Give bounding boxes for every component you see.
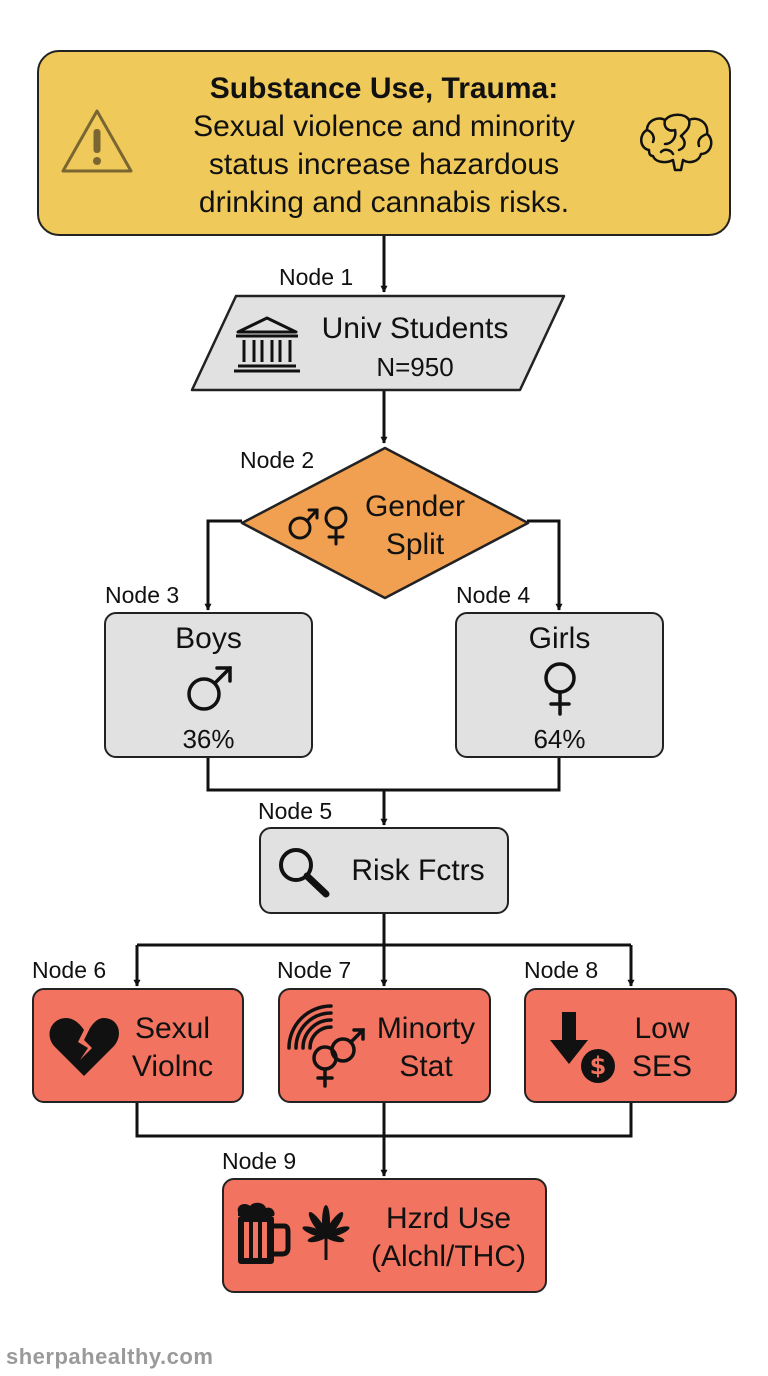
svg-text:$: $ xyxy=(590,1052,607,1080)
female-symbol-icon xyxy=(544,662,576,716)
down-arrow-dollar-icon: $ xyxy=(550,1012,615,1083)
node-9-label: Node 9 xyxy=(222,1148,297,1174)
node-4-box xyxy=(455,612,664,758)
edge-node2-node4 xyxy=(527,519,563,611)
node-7-line-1: Minorty xyxy=(376,1012,476,1045)
node-8-label: Node 8 xyxy=(524,957,599,983)
warning-triangle-icon xyxy=(61,109,133,173)
node-3-title: Boys xyxy=(175,622,242,655)
node-3-box xyxy=(104,612,313,758)
node-7-label: Node 7 xyxy=(277,957,352,983)
edge-node2-node3 xyxy=(204,519,242,611)
rainbow-gender-icon xyxy=(287,1004,365,1088)
node-5-label: Node 5 xyxy=(258,798,333,824)
node-7-line-2: Stat xyxy=(399,1050,453,1083)
header-line-1: Sexual violence and minority xyxy=(193,110,575,143)
header-text: Substance Use, Trauma: Sexual violence a… xyxy=(159,70,609,222)
watermark: sherpahealthy.com xyxy=(6,1344,214,1369)
edge-node3-merge xyxy=(206,757,561,792)
header-title: Substance Use, Trauma: xyxy=(209,72,559,105)
node-3-label: Node 3 xyxy=(105,582,180,608)
node-6-label: Node 6 xyxy=(32,957,107,983)
node-4-percent: 64% xyxy=(533,724,586,754)
node-4-label: Node 4 xyxy=(456,582,531,608)
node-7-box xyxy=(278,988,491,1103)
node-9-line-1: Hzrd Use xyxy=(385,1202,512,1235)
magnifier-icon xyxy=(279,848,330,898)
beer-cannabis-icon xyxy=(237,1202,350,1264)
brain-icon xyxy=(640,113,713,172)
node-2-line-2: Split xyxy=(385,528,445,561)
node-8-line-1: Low xyxy=(634,1012,690,1045)
node-1-label: Node 1 xyxy=(279,264,354,290)
male-symbol-icon xyxy=(187,666,232,711)
node-5-box xyxy=(259,827,509,914)
gender-symbols-icon xyxy=(288,506,348,546)
node-4-title: Girls xyxy=(528,622,591,655)
node-9-box xyxy=(222,1178,547,1293)
header-line-3: drinking and cannabis risks. xyxy=(198,186,570,219)
summary-header: Substance Use, Trauma: Sexual violence a… xyxy=(37,50,731,236)
node-6-line-1: Sexul xyxy=(134,1012,211,1045)
node-6-line-2: Violnc xyxy=(131,1050,214,1083)
node-2-label: Node 2 xyxy=(240,447,315,473)
node-8-line-2: SES xyxy=(631,1050,693,1083)
node-1-title: Univ Students xyxy=(321,312,509,345)
broken-heart-icon xyxy=(49,1018,119,1076)
node-3-percent: 36% xyxy=(182,724,235,754)
university-building-icon xyxy=(234,316,300,373)
node-1-count: N=950 xyxy=(376,352,454,382)
header-line-2: status increase hazardous xyxy=(208,148,560,181)
node-2-diamond xyxy=(240,446,530,600)
node-5-title: Risk Fctrs xyxy=(351,854,485,887)
node-2-line-1: Gender xyxy=(364,490,466,523)
node-9-line-2: (Alchl/THC) xyxy=(371,1240,526,1273)
